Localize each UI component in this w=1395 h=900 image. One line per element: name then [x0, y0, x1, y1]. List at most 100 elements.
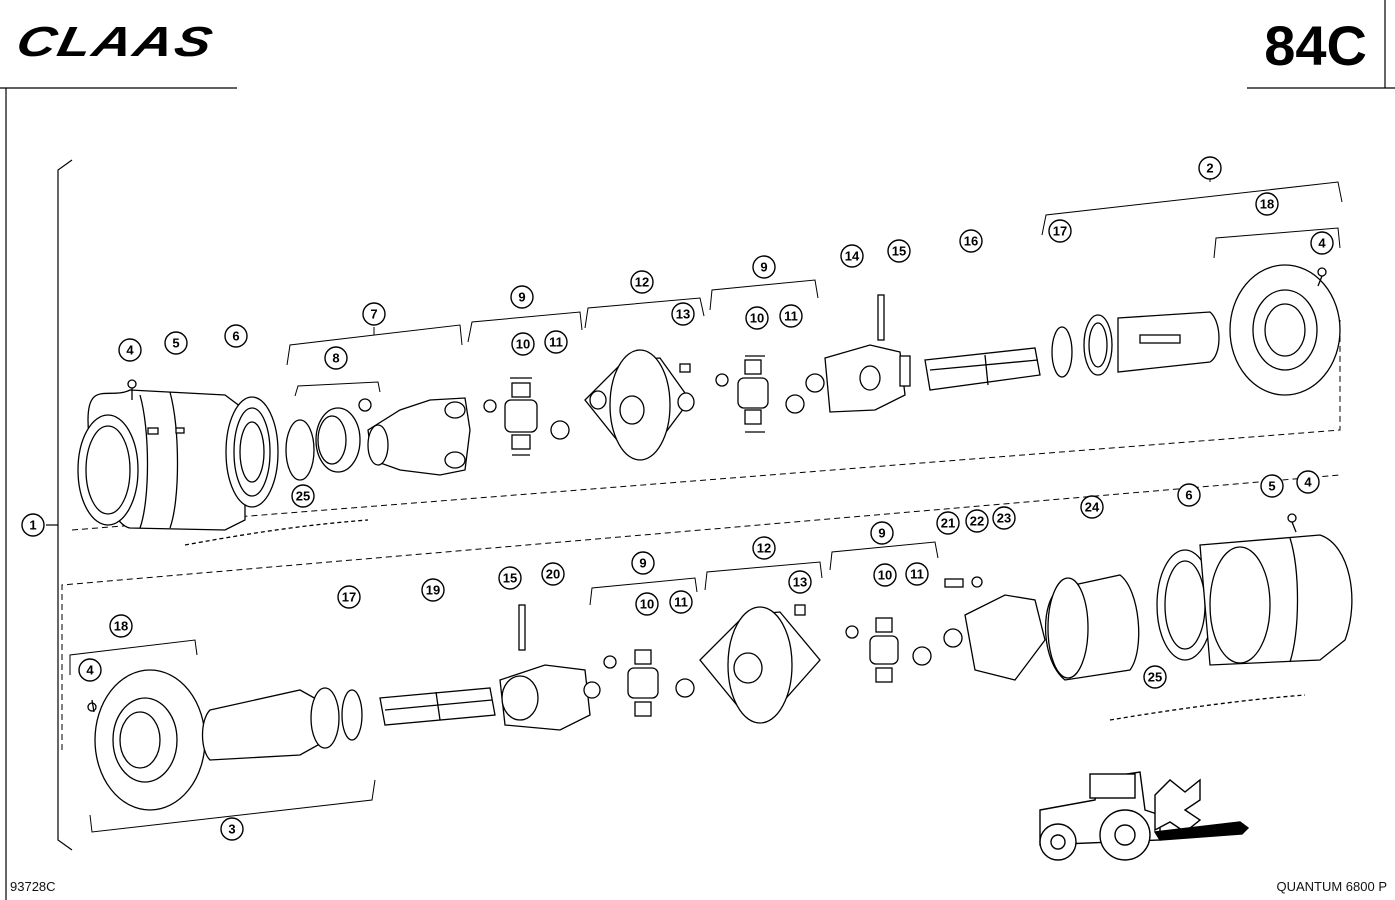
callout-label: 17	[1053, 224, 1067, 239]
profile-tube-upper	[924, 347, 1041, 391]
callout-label: 10	[516, 337, 530, 352]
bearing-ring-upper	[225, 396, 279, 508]
pin-lower	[518, 604, 526, 651]
inner-yoke-lower	[499, 664, 601, 731]
callout-circle	[870, 521, 894, 545]
callout-circle	[1296, 470, 1320, 494]
screw-upper-right	[1317, 267, 1327, 287]
housing-24-lower	[1044, 574, 1140, 681]
model-name: QUANTUM 6800 P	[1276, 879, 1387, 894]
callout-label: 12	[635, 275, 649, 290]
callout-circle	[118, 338, 142, 362]
tractor-inset	[1039, 771, 1250, 861]
cross-joint-lower-right	[845, 617, 932, 683]
callout-c6a: 6	[224, 324, 248, 348]
callout-label: 8	[332, 351, 339, 366]
callout-label: 6	[1185, 488, 1192, 503]
callout-circle	[421, 578, 445, 602]
callout-circle	[752, 255, 776, 279]
callout-c9b: 9	[752, 255, 776, 279]
callout-c15a: 15	[887, 239, 911, 263]
callout-label: 16	[964, 234, 978, 249]
lower-shaft-half	[87, 513, 1353, 811]
callout-circle	[510, 285, 534, 309]
callout-label: 7	[370, 307, 377, 322]
callout-label: 13	[793, 575, 807, 590]
callout-label: 24	[1085, 500, 1100, 515]
callout-c12a: 12	[630, 270, 654, 294]
callout-circle	[291, 484, 315, 508]
chain-upper	[184, 519, 369, 546]
callout-label: 25	[1148, 670, 1162, 685]
profile-tube-lower	[379, 687, 496, 726]
callout-label: 4	[126, 343, 134, 358]
callout-circle	[1143, 665, 1167, 689]
callout-label: 9	[878, 526, 885, 541]
callout-circle	[905, 562, 929, 586]
chain-lower	[1109, 694, 1306, 721]
callout-label: 9	[760, 260, 767, 275]
callout-circle	[324, 346, 348, 370]
callout-label: 10	[750, 311, 764, 326]
callout-label: 11	[910, 567, 924, 582]
callout-c8: 8	[324, 346, 348, 370]
callout-c4a: 4	[118, 338, 142, 362]
callout-c25a: 25	[291, 484, 315, 508]
callout-c10a: 10	[511, 332, 535, 356]
callout-label: 10	[640, 597, 654, 612]
callout-c21: 21	[936, 511, 960, 535]
callout-circle	[220, 817, 244, 841]
callout-label: 10	[878, 568, 892, 583]
callout-circle	[779, 304, 803, 328]
callout-c7: 7	[362, 302, 386, 326]
callout-c11a: 11	[544, 330, 568, 354]
pin-upper	[877, 294, 885, 341]
callout-circle	[788, 570, 812, 594]
callout-label: 4	[1318, 236, 1326, 251]
callout-label: 17	[342, 590, 356, 605]
callout-c15b: 15	[498, 566, 522, 590]
callout-label: 23	[997, 511, 1011, 526]
callout-circle	[840, 244, 864, 268]
page-code: 84C	[1264, 14, 1367, 77]
callout-label: 15	[892, 244, 906, 259]
callout-circle	[671, 302, 695, 326]
callout-c17b: 17	[337, 585, 361, 609]
callout-label: 4	[1304, 475, 1312, 490]
bracket-assembly-1	[46, 159, 73, 851]
callout-c19: 19	[421, 578, 445, 602]
bearing-ring-lower	[1156, 549, 1214, 661]
callout-circle	[544, 330, 568, 354]
callout-circle	[1177, 483, 1201, 507]
callout-circle	[669, 590, 693, 614]
callout-circle	[936, 511, 960, 535]
callout-circle	[511, 332, 535, 356]
callout-label: 6	[232, 329, 239, 344]
callout-circle	[630, 270, 654, 294]
guard-tube-lower	[201, 689, 319, 761]
callout-circle	[1255, 192, 1279, 216]
callout-c13b: 13	[788, 570, 812, 594]
callout-label: 19	[426, 583, 440, 598]
callout-c2: 2	[1198, 156, 1222, 180]
cross-joint-upper-left	[483, 377, 570, 456]
upper-shaft-half	[77, 264, 1341, 546]
callout-label: 13	[676, 307, 690, 322]
callout-circle	[752, 536, 776, 560]
callout-circle	[887, 239, 911, 263]
callout-circle	[164, 331, 188, 355]
callout-circle	[78, 658, 102, 682]
callout-circle	[224, 324, 248, 348]
callout-c5b: 5	[1260, 474, 1284, 498]
callout-c1: 1	[21, 513, 45, 537]
callout-label: 25	[296, 489, 310, 504]
callout-c10d: 10	[873, 563, 897, 587]
callout-circle	[745, 306, 769, 330]
callout-c5a: 5	[164, 331, 188, 355]
callout-circle	[959, 229, 983, 253]
callout-c4c: 4	[78, 658, 102, 682]
ring-set-upper	[285, 398, 372, 481]
callout-circle	[1310, 231, 1334, 255]
callout-c20: 20	[541, 562, 565, 586]
callout-circle	[1080, 495, 1104, 519]
